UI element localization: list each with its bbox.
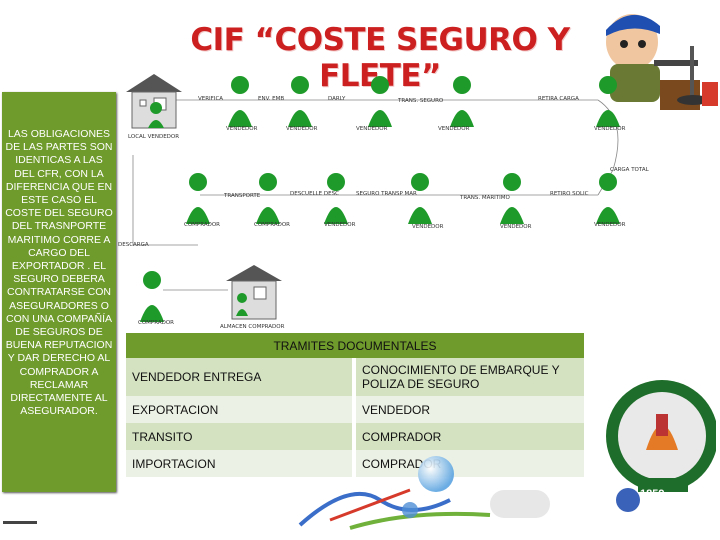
role-label: VENDEDOR [324, 222, 355, 228]
footer-mark [3, 521, 37, 524]
step-label: VERIFICA [198, 96, 223, 102]
table-cell: COMPRADOR [356, 423, 584, 450]
role-label: LOCAL VENDEDOR [128, 134, 179, 140]
role-label: COMPRADOR [254, 222, 290, 228]
step-label: RETIRO SOLIC [550, 191, 589, 197]
desaduanaje-label: DESCARGA [118, 242, 149, 248]
table-cell: TRANSITO [126, 423, 352, 450]
role-label: VENDEDOR [594, 222, 625, 228]
role-label: VENDEDOR [286, 126, 317, 132]
step-label: RETIRA CARGA [538, 96, 579, 102]
role-label: COMPRADOR [184, 222, 220, 228]
step-label: SEGURO TRANSP MAR [356, 191, 417, 197]
step-label: TRANS. MARITIMO [460, 195, 510, 201]
role-label: VENDEDOR [500, 224, 531, 230]
role-label: COMPRADOR [138, 320, 174, 326]
table-cell: CONOCIMIENTO DE EMBARQUE Y POLIZA DE SEG… [356, 358, 584, 396]
table-cell: EXPORTACION [126, 396, 352, 423]
house-icon [126, 74, 182, 128]
step-label: DARLY [328, 96, 345, 102]
carga-label: CARGA TOTAL [610, 167, 649, 173]
role-label: VENDEDOR [226, 126, 257, 132]
role-label: VENDEDOR [356, 126, 387, 132]
role-label: ALMACEN COMPRADOR [220, 324, 284, 330]
table-header: TRAMITES DOCUMENTALES [126, 333, 584, 358]
obligations-panel: LAS OBLIGACIONES DE LAS PARTES SON IDENT… [2, 92, 116, 492]
step-label: DESCUELLE DESC [290, 191, 339, 197]
table-cell: VENDEDOR [356, 396, 584, 423]
house-icon [226, 265, 282, 319]
obligations-text: LAS OBLIGACIONES DE LAS PARTES SON IDENT… [2, 92, 116, 418]
step-label: ENV. EMB [258, 96, 284, 102]
role-label: VENDEDOR [594, 126, 625, 132]
role-label: VENDEDOR [438, 126, 469, 132]
step-label: TRANS. SEGURO [398, 98, 443, 104]
seal-year: 1859 [640, 488, 664, 500]
table-cell: VENDEDOR ENTREGA [126, 358, 352, 396]
step-label: TRANSPORTE [224, 193, 260, 199]
decorative-swoosh-icon [290, 470, 590, 535]
cif-process-diagram: VERIFICA ENV. EMB DARLY TRANS. SEGURO RE… [118, 60, 678, 340]
role-label: VENDEDOR [412, 224, 443, 230]
tramites-table: TRAMITES DOCUMENTALES VENDEDOR ENTREGA C… [126, 333, 584, 477]
